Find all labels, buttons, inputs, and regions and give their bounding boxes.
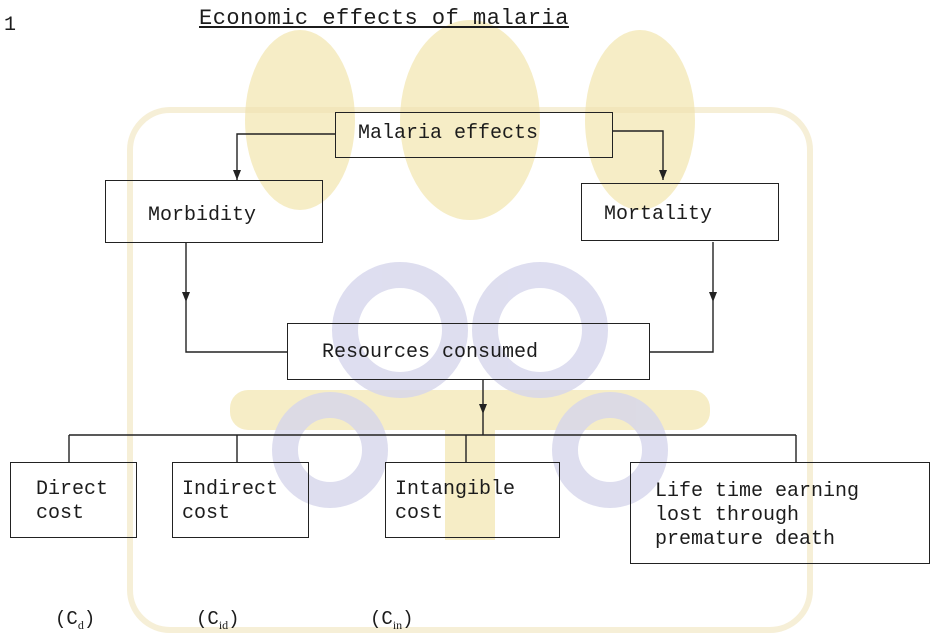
symbol-indirect-cost: (Cid)	[196, 608, 240, 632]
symbol-direct-base: C	[66, 608, 78, 630]
node-malaria-effects	[335, 112, 613, 158]
connector-effects-morbidity	[236, 133, 335, 180]
node-direct-cost-label: Direct cost	[36, 478, 109, 525]
node-resources-consumed-label: Resources consumed	[322, 341, 539, 364]
node-direct-cost	[10, 462, 137, 538]
node-mortality-label: Mortality	[604, 203, 713, 226]
symbol-indirect-base: C	[207, 608, 219, 630]
node-lifetime-earnings-label: Life time earning lost through premature…	[655, 480, 860, 551]
connector-mortality-resources	[649, 242, 714, 353]
node-resources-consumed	[287, 323, 650, 380]
page-title: Economic effects of malaria	[199, 6, 569, 31]
arrowhead-mortality-down	[709, 292, 717, 302]
symbol-indirect-sub: id	[218, 617, 229, 632]
arrowhead-morbidity	[233, 170, 241, 180]
symbol-intangible-sub: in	[392, 617, 403, 632]
symbol-intangible-base: C	[381, 608, 393, 630]
connector-effects-mortality	[612, 130, 664, 180]
node-morbidity	[105, 180, 323, 243]
page-number: 1	[4, 14, 17, 37]
node-intangible-cost-label: Intangible cost	[395, 478, 516, 525]
symbol-intangible-cost: (Cin)	[370, 608, 414, 632]
connector-morbidity-resources	[185, 242, 287, 353]
node-indirect-cost-label: Indirect cost	[182, 478, 279, 525]
arrowhead-resources-down	[479, 404, 487, 414]
node-mortality	[581, 183, 779, 241]
node-intangible-cost	[385, 462, 560, 538]
node-indirect-cost	[172, 462, 309, 538]
node-morbidity-label: Morbidity	[148, 204, 257, 227]
arrowhead-mortality	[659, 170, 667, 180]
symbol-direct-cost: (Cd)	[55, 608, 96, 632]
arrowhead-morbidity-down	[182, 292, 190, 302]
symbol-direct-sub: d	[77, 617, 84, 632]
node-malaria-effects-label: Malaria effects	[358, 122, 539, 145]
node-lifetime-earnings	[630, 462, 930, 564]
